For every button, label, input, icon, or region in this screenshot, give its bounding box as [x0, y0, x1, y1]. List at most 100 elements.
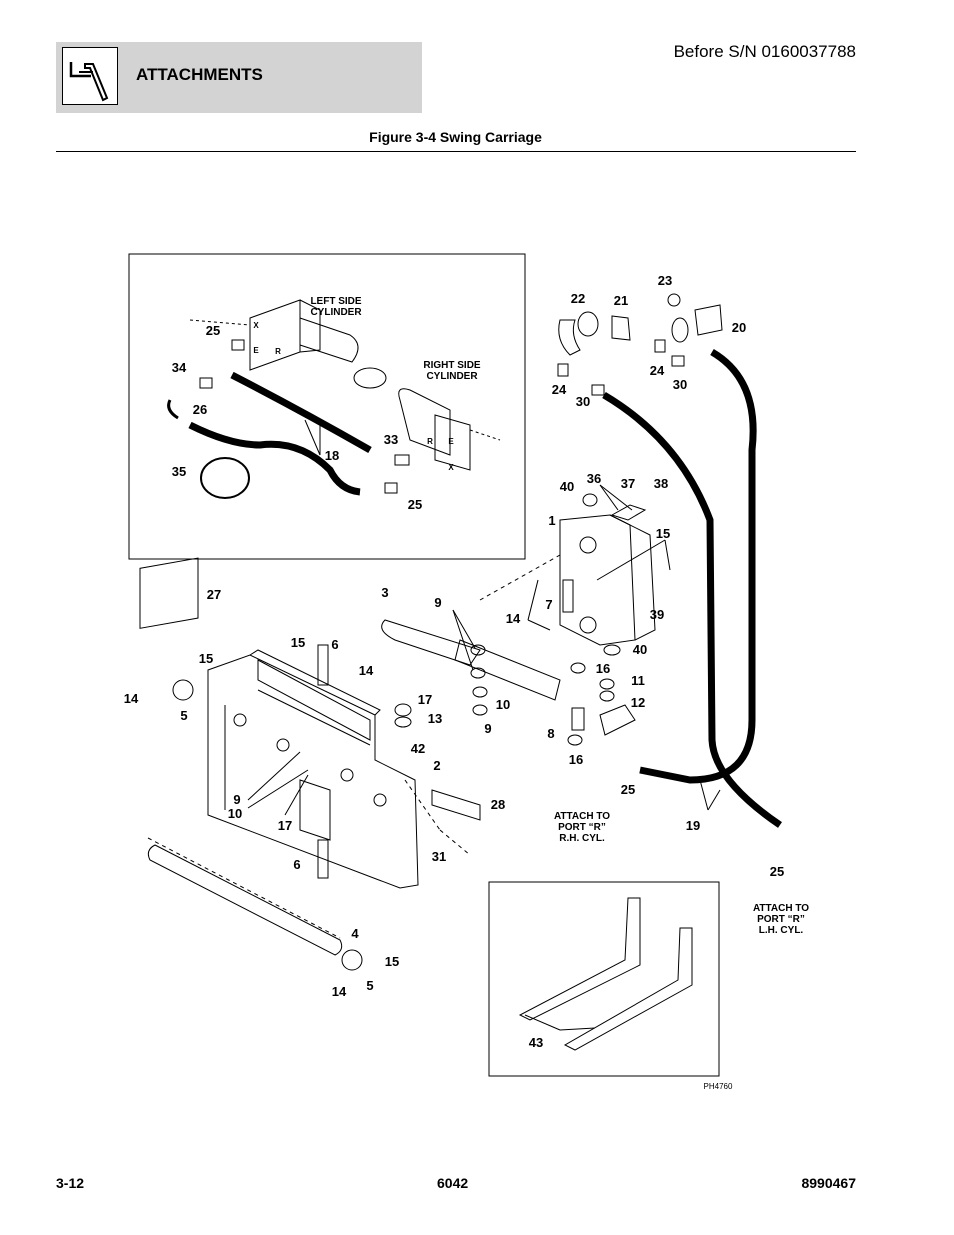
callout-4: 4 — [351, 926, 359, 941]
cap-40b — [603, 644, 621, 656]
callout-40: 40 — [633, 642, 647, 657]
callout-17: 17 — [418, 692, 432, 707]
hose-18-lower — [188, 421, 361, 496]
label-attach-rh-1: ATTACH TO — [554, 811, 610, 822]
callout-30: 30 — [673, 377, 687, 392]
callout-9: 9 — [484, 721, 491, 736]
label-attach-lh-3: L.H. CYL. — [759, 925, 804, 936]
photo-id: PH4760 — [704, 1082, 733, 1091]
pin-6a — [317, 644, 329, 686]
cylinder-detail-inset — [128, 253, 526, 560]
callout-3: 3 — [381, 585, 388, 600]
callout-38: 38 — [654, 476, 668, 491]
callout-40: 40 — [560, 479, 574, 494]
callout-9: 9 — [434, 595, 441, 610]
fork-left — [518, 897, 641, 1021]
strip-28 — [431, 789, 481, 821]
left-side-cylinder — [189, 299, 387, 389]
callout-21: 21 — [614, 293, 628, 308]
callout-23: 23 — [658, 273, 672, 288]
fitting-25b — [384, 482, 398, 494]
callout-15: 15 — [656, 526, 670, 541]
hose-clamp-35 — [200, 457, 250, 499]
shaft-4 — [147, 844, 343, 956]
callout-16: 16 — [569, 752, 583, 767]
callout-14: 14 — [359, 663, 374, 678]
callout-18: 18 — [325, 448, 339, 463]
washer-9a — [470, 644, 486, 656]
callout-14: 14 — [332, 984, 347, 999]
cap-23 — [667, 293, 681, 307]
model-number: 6042 — [437, 1175, 469, 1191]
callout-28: 28 — [491, 797, 505, 812]
callout-26: 26 — [193, 402, 207, 417]
fitting-22 — [558, 319, 581, 356]
callout-14: 14 — [506, 611, 521, 626]
callout-24: 24 — [552, 382, 567, 397]
section-title: ATTACHMENTS — [136, 65, 263, 84]
callout-7: 7 — [545, 597, 552, 612]
pin-8 — [571, 707, 585, 731]
callout-16: 16 — [596, 661, 610, 676]
hose-19-a — [602, 391, 782, 828]
port-r-left: R — [275, 347, 281, 356]
label-attach-rh-2: PORT “R” — [558, 822, 606, 833]
callout-15: 15 — [291, 635, 305, 650]
coupler-20 — [694, 304, 723, 336]
callout-15: 15 — [199, 651, 213, 666]
port-e-left: E — [253, 346, 259, 355]
label-right-side-1: RIGHT SIDE — [423, 360, 481, 371]
port-x-left: X — [253, 321, 259, 330]
callout-9: 9 — [233, 792, 240, 807]
callout-43: 43 — [529, 1035, 543, 1050]
callout-20: 20 — [732, 320, 746, 335]
pin-6b — [317, 839, 329, 879]
callout-6: 6 — [293, 857, 300, 872]
figure-title: Figure 3-4 Swing Carriage — [369, 129, 542, 145]
port-e-right: E — [448, 437, 454, 446]
callout-33: 33 — [384, 432, 398, 447]
washer-11 — [599, 678, 615, 690]
callout-15: 15 — [385, 954, 399, 969]
label-left-side-2: CYLINDER — [310, 307, 362, 318]
callout-13: 13 — [428, 711, 442, 726]
callout-42: 42 — [411, 741, 425, 756]
label-left-side-1: LEFT SIDE — [310, 296, 361, 307]
callout-8: 8 — [547, 726, 554, 741]
callout-10: 10 — [228, 806, 242, 821]
carriage-frame — [207, 649, 471, 889]
bushing-5a — [172, 679, 194, 701]
page-number: 3-12 — [56, 1175, 85, 1191]
label-right-side-2: CYLINDER — [426, 371, 478, 382]
label-attach-rh-3: R.H. CYL. — [559, 833, 605, 844]
callout-25: 25 — [770, 864, 784, 879]
callout-22: 22 — [571, 291, 585, 306]
callout-17: 17 — [278, 818, 292, 833]
serial-range: Before S/N 0160037788 — [673, 42, 856, 61]
callout-36: 36 — [587, 471, 601, 486]
fitting-21 — [611, 315, 631, 341]
callout-30: 30 — [576, 394, 590, 409]
fitting-24a — [557, 363, 569, 377]
port-x-right: X — [448, 463, 454, 472]
washer-10a — [472, 686, 488, 698]
callout-11: 11 — [631, 673, 645, 688]
fitting-30b — [671, 355, 685, 367]
callout-5: 5 — [180, 708, 187, 723]
washer-12 — [599, 690, 615, 702]
callout-25: 25 — [206, 323, 220, 338]
callout-10: 10 — [496, 697, 510, 712]
fitting-34 — [199, 377, 213, 389]
port-r-right: R — [427, 437, 433, 446]
callout-19: 19 — [686, 818, 700, 833]
washer-9b — [470, 667, 486, 679]
bushing-5b — [341, 949, 363, 971]
washer-9c — [472, 704, 488, 716]
callout-24: 24 — [650, 363, 665, 378]
callout-25: 25 — [621, 782, 635, 797]
callout-37: 37 — [621, 476, 635, 491]
decal-27 — [139, 557, 199, 629]
fitting-33 — [394, 454, 410, 466]
hose-19-b — [639, 348, 757, 784]
